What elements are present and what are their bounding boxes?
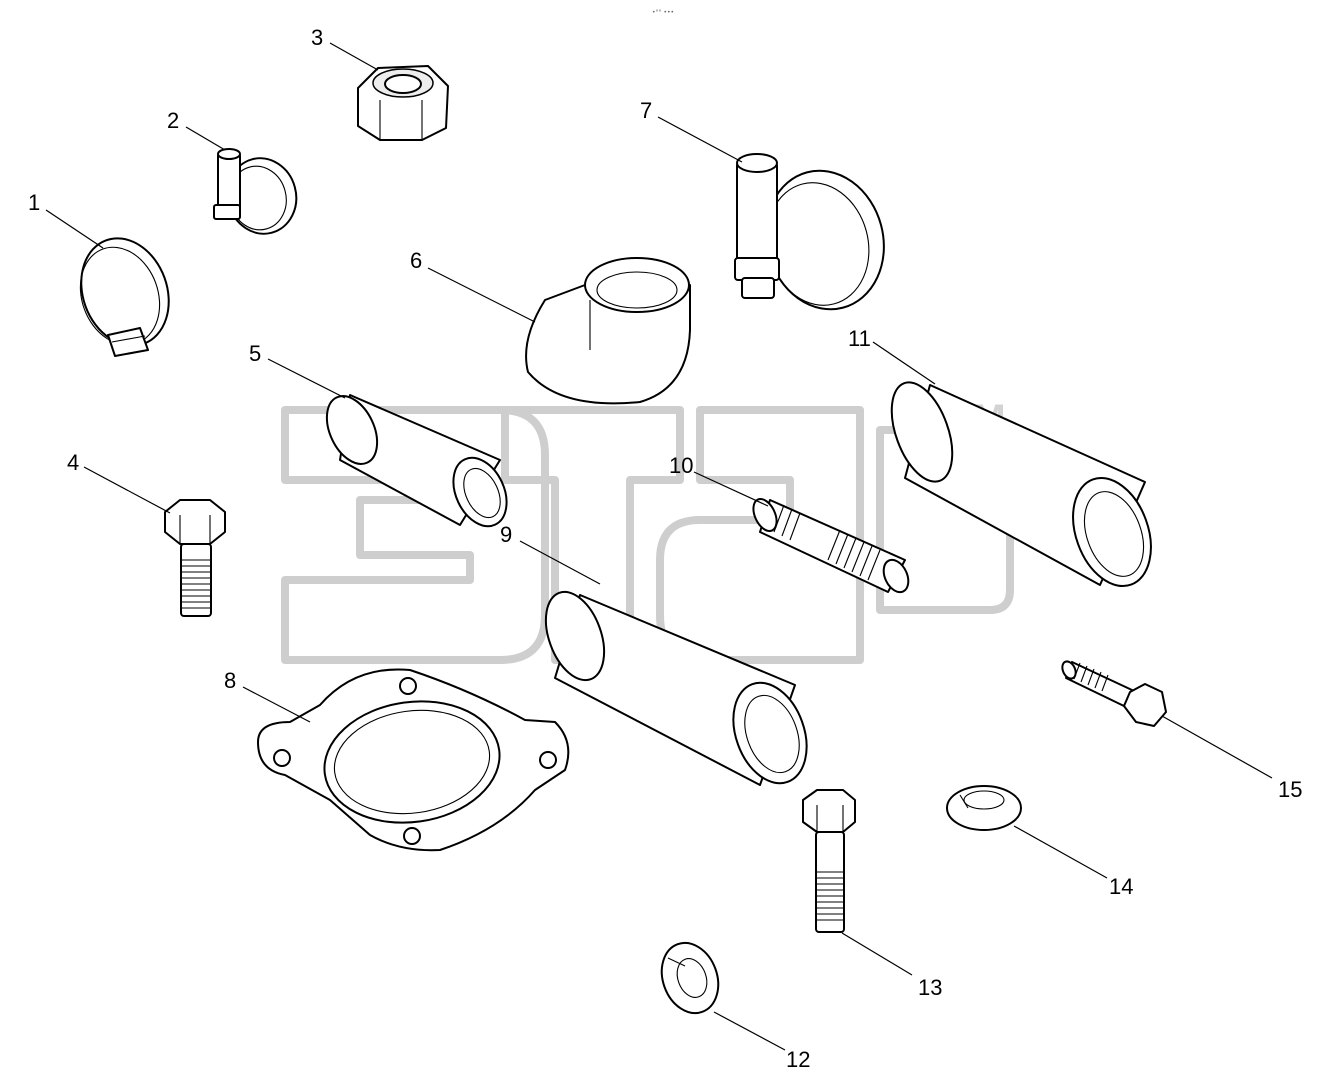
callout-8: 8	[224, 668, 236, 693]
leader-lines	[45, 42, 1273, 1051]
callout-11: 11	[848, 326, 871, 351]
part-5-sleeve	[325, 394, 508, 528]
part-3-hex-nut	[357, 65, 449, 141]
part-12-spring-washer	[660, 941, 720, 1015]
callout-9: 9	[500, 522, 512, 547]
part-14-spring-washer	[946, 785, 1022, 831]
part-2-worm-clamp	[213, 148, 298, 235]
part-1-hose-clamp	[79, 237, 170, 357]
callout-7: 7	[640, 98, 652, 123]
part-7-worm-clamp	[734, 153, 885, 311]
callout-2: 2	[167, 108, 179, 133]
callout-4: 4	[67, 450, 79, 475]
part-6-elbow	[525, 257, 691, 405]
part-11-tube	[890, 381, 1152, 588]
top-note: •°° •••	[652, 9, 674, 16]
callout-14: 14	[1109, 874, 1133, 899]
callout-15: 15	[1278, 777, 1302, 802]
part-9-tube	[544, 590, 808, 786]
callout-12: 12	[786, 1047, 810, 1072]
callout-6: 6	[410, 248, 422, 273]
part-15-bolt	[1061, 660, 1167, 727]
callout-10: 10	[669, 453, 693, 478]
callout-3: 3	[311, 25, 323, 50]
part-8-gasket	[257, 668, 570, 852]
part-4-bolt	[164, 499, 226, 617]
callout-labels: 1 2 3 4 5 6 7 8 9 10 11 12 13 14 15	[28, 25, 1302, 1072]
callout-13: 13	[918, 975, 942, 1000]
callout-5: 5	[249, 341, 261, 366]
part-13-bolt	[802, 789, 856, 933]
callout-1: 1	[28, 190, 40, 215]
part-10-stud	[752, 498, 910, 594]
